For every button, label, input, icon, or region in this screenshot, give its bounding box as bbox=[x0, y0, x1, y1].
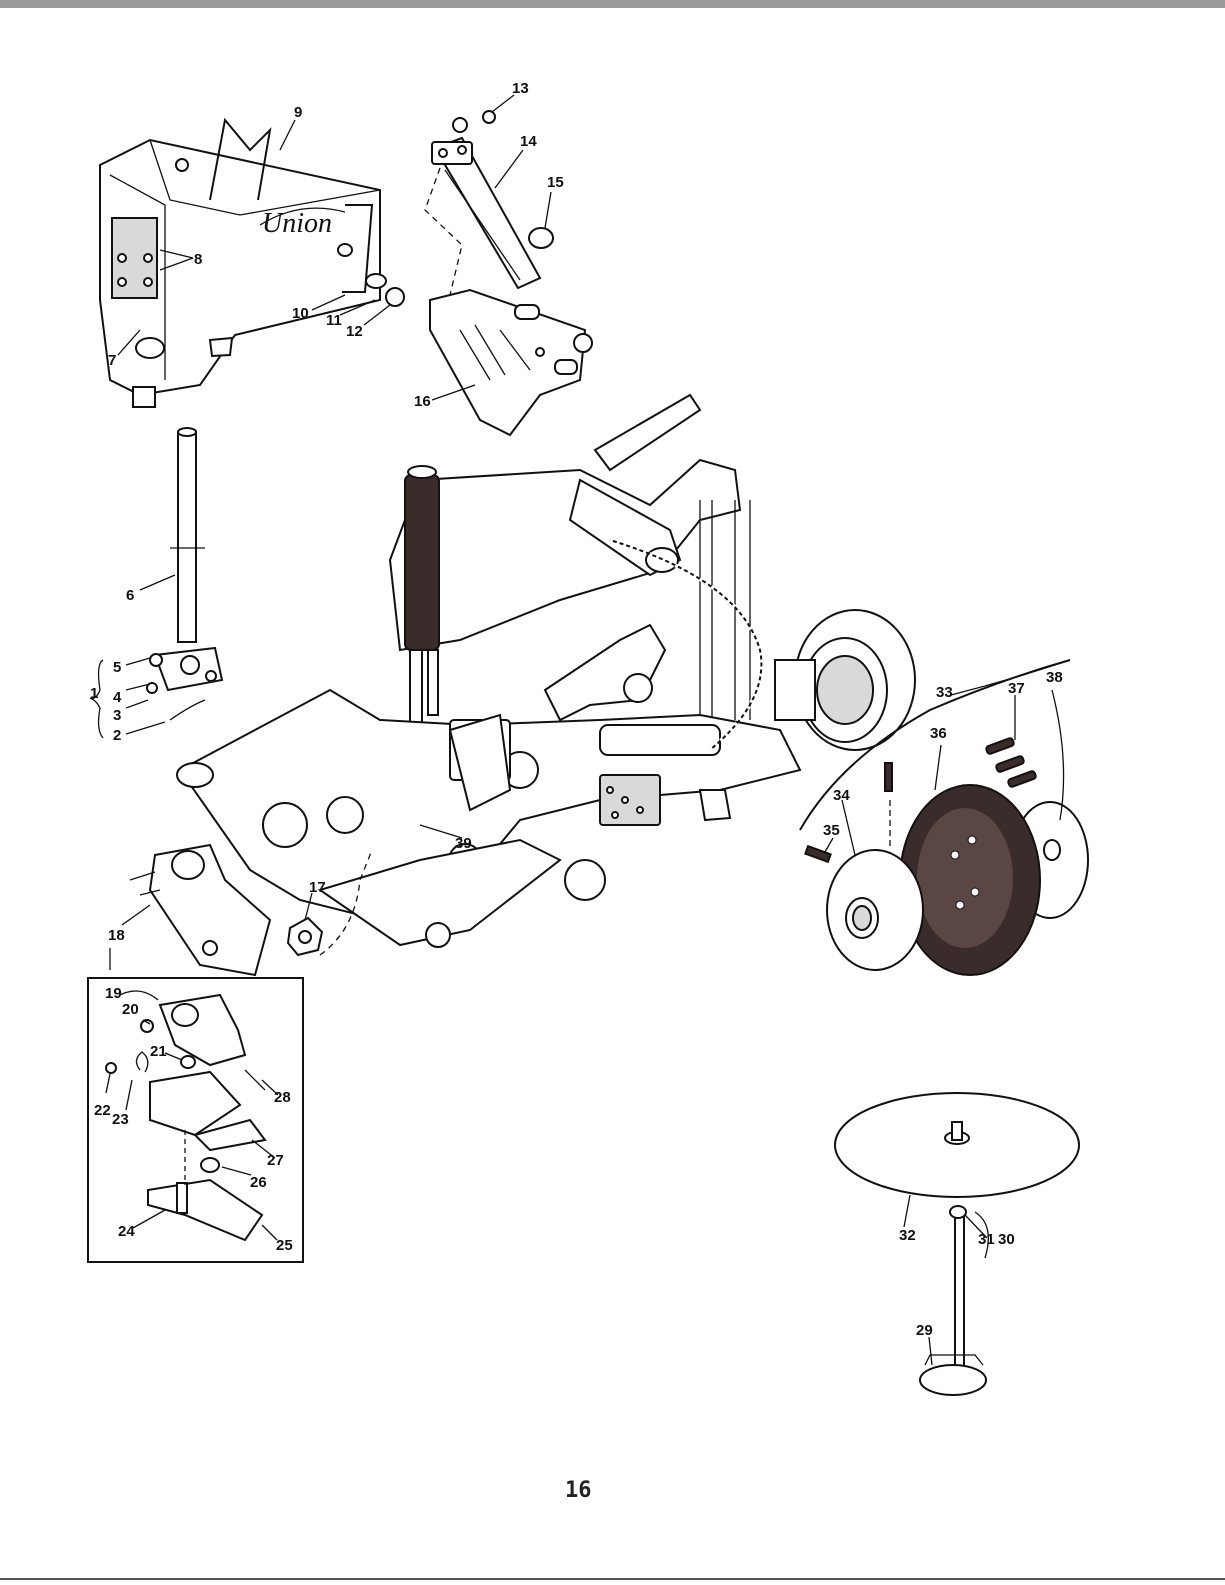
callout-33: 33 bbox=[936, 684, 953, 701]
callout-10: 10 bbox=[292, 305, 309, 322]
callout-19: 19 bbox=[105, 985, 122, 1002]
callout-21: 21 bbox=[150, 1043, 167, 1060]
callout-14: 14 bbox=[520, 133, 537, 150]
needle-bar bbox=[170, 428, 205, 642]
head-casting: Union bbox=[100, 140, 380, 407]
callout-36: 36 bbox=[930, 725, 947, 742]
callout-6: 6 bbox=[126, 587, 134, 604]
callout-39: 39 bbox=[455, 835, 472, 852]
callout-30: 30 bbox=[998, 1231, 1015, 1248]
callout-25: 25 bbox=[276, 1237, 293, 1254]
callout-31: 31 bbox=[978, 1231, 995, 1248]
callout-22: 22 bbox=[94, 1102, 111, 1119]
callout-2: 2 bbox=[113, 727, 121, 744]
callout-11: 11 bbox=[326, 312, 342, 329]
callout-20: 20 bbox=[122, 1001, 139, 1018]
brand-script-text: Union bbox=[262, 208, 332, 239]
callout-26: 26 bbox=[250, 1174, 267, 1191]
callout-34: 34 bbox=[833, 787, 850, 804]
machine-main-body bbox=[177, 395, 915, 955]
slide-screw bbox=[529, 228, 553, 248]
needle-clamp bbox=[147, 648, 222, 720]
callout-27: 27 bbox=[267, 1152, 284, 1169]
callout-15: 15 bbox=[547, 174, 564, 191]
callout-17: 17 bbox=[309, 879, 326, 896]
callout-29: 29 bbox=[916, 1322, 933, 1339]
callout-37: 37 bbox=[1008, 680, 1025, 697]
callout-3: 3 bbox=[113, 707, 121, 724]
callout-1: 1 bbox=[90, 685, 98, 702]
callout-13: 13 bbox=[512, 80, 529, 97]
callout-18: 18 bbox=[108, 927, 125, 944]
page-number: 16 bbox=[565, 1478, 592, 1503]
callout-32: 32 bbox=[899, 1227, 916, 1244]
callout-12: 12 bbox=[346, 323, 363, 340]
callout-24: 24 bbox=[118, 1223, 135, 1240]
callout-38: 38 bbox=[1046, 669, 1063, 686]
callout-35: 35 bbox=[823, 822, 840, 839]
callout-8: 8 bbox=[194, 251, 202, 268]
callout-5: 5 bbox=[113, 659, 121, 676]
callout-28: 28 bbox=[274, 1089, 291, 1106]
callout-23: 23 bbox=[112, 1111, 129, 1128]
cap-nut bbox=[288, 918, 322, 955]
callout-4: 4 bbox=[113, 689, 122, 706]
callout-9: 9 bbox=[294, 104, 302, 121]
bottom-border-rule bbox=[0, 1578, 1225, 1580]
callout-7: 7 bbox=[108, 352, 116, 369]
cloth-plate-and-stand bbox=[835, 1093, 1079, 1395]
callout-16: 16 bbox=[414, 393, 431, 410]
throat-plate bbox=[425, 168, 592, 435]
